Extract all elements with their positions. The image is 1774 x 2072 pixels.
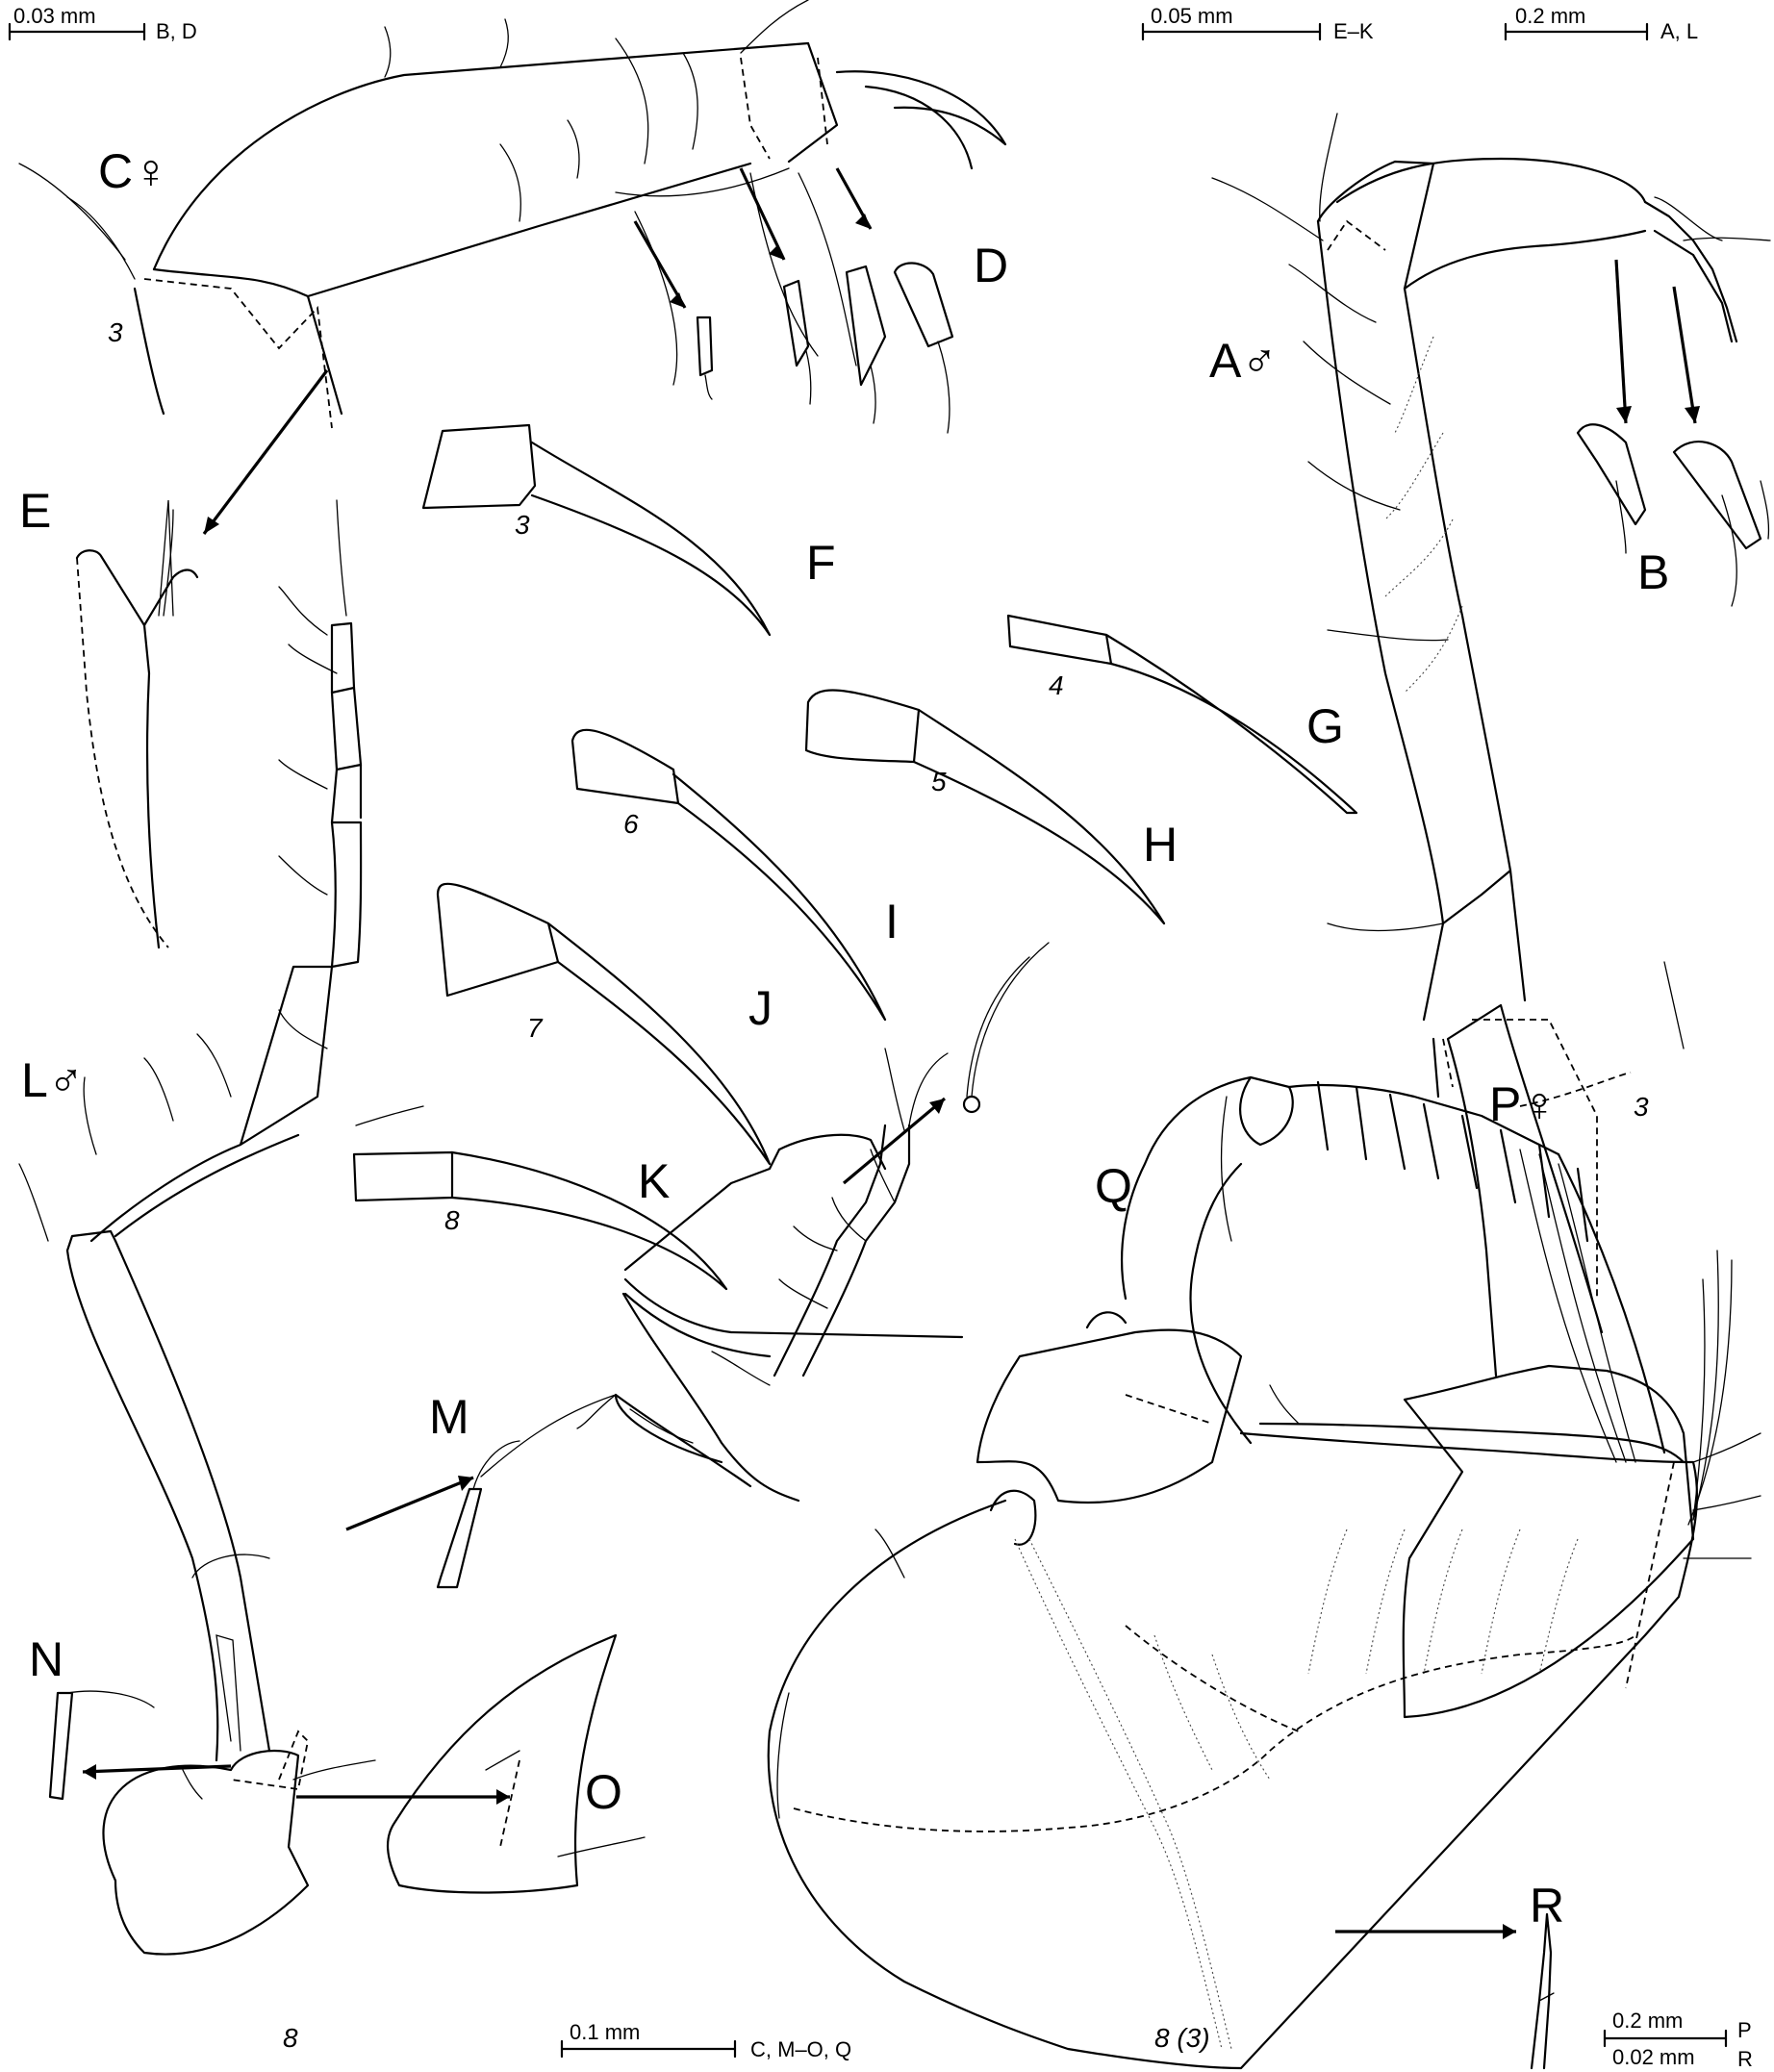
segment-num-h: 5: [931, 767, 947, 796]
label-j: J: [748, 981, 773, 1035]
label-m: M: [429, 1390, 469, 1444]
drawing-k-dactyl: [352, 1150, 728, 1291]
drawing-g-dactyl: [1006, 614, 1358, 815]
label-g: G: [1306, 699, 1344, 753]
segment-num-k: 8: [444, 1205, 460, 1235]
drawing-m-seta: [436, 1440, 520, 1589]
label-r: R: [1530, 1879, 1564, 1933]
arrow-p-to-r: [1335, 1924, 1516, 1939]
drawing-r-seta: [1530, 1912, 1555, 2070]
drawing-b-setae: [1576, 423, 1770, 607]
scale-bar-c-m-o-q-target: C, M–O, Q: [750, 2037, 851, 2061]
segment-num-g: 4: [1049, 670, 1064, 700]
scale-bar-b-d-target: B, D: [156, 19, 197, 43]
drawing-a-leg: [1211, 113, 1771, 1719]
arrows-a-to-b: [1614, 259, 1700, 424]
segment-num-l: 8: [283, 2023, 298, 2053]
drawing-c-leg: [18, 0, 1007, 429]
drawing-l-leg: [18, 499, 424, 1956]
arrow-l-to-o: [296, 1789, 510, 1805]
scale-bar-c-m-o-q: 0.1 mm C, M–O, Q: [560, 2020, 851, 2061]
label-d: D: [974, 239, 1008, 292]
drawing-h-dactyl: [804, 689, 1166, 925]
drawing-f-dactyl: [421, 423, 772, 637]
drawing-o-spine: [386, 1633, 646, 1894]
label-f: F: [806, 536, 836, 590]
label-a-male: A♂: [1209, 334, 1278, 388]
drawing-q-seta: [962, 942, 1050, 1114]
scale-bar-r-target: R: [1737, 2047, 1753, 2071]
segment-num-f: 3: [515, 510, 530, 540]
scale-bar-r-value: 0.02 mm: [1612, 2045, 1695, 2069]
drawing-p-leg: [767, 1037, 1761, 2070]
drawing-d-setae: [696, 262, 954, 434]
label-n: N: [29, 1632, 63, 1686]
segment-num-c: 3: [108, 317, 123, 347]
label-b: B: [1637, 545, 1669, 599]
scale-bar-e-k-target: E–K: [1333, 19, 1374, 43]
arrow-c-to-e: [202, 369, 329, 535]
label-o: O: [585, 1765, 622, 1819]
segment-num-a: 3: [1634, 1092, 1649, 1122]
scale-bar-a-l: 0.2 mm A, L: [1504, 4, 1698, 43]
drawing-n-seta: [48, 1690, 155, 1801]
scale-bar-b-d: 0.03 mm B, D: [8, 4, 197, 43]
drawing-j-dactyl: [436, 882, 772, 1166]
scale-bar-a-l-value: 0.2 mm: [1515, 4, 1585, 28]
label-c-female: C♀: [98, 144, 169, 198]
arrow-to-q: [842, 1097, 947, 1185]
drawing-e-segment: [75, 499, 199, 949]
scale-bar-b-d-value: 0.03 mm: [13, 4, 96, 28]
label-q: Q: [1095, 1159, 1132, 1213]
scale-bar-p-r: 0.2 mm 0.02 mm P R: [1603, 2009, 1753, 2071]
label-i: I: [885, 895, 899, 948]
arrow-l-to-m: [345, 1476, 474, 1531]
scale-bar-e-k: 0.05 mm E–K: [1141, 4, 1374, 43]
scale-bar-p-value: 0.2 mm: [1612, 2009, 1683, 2033]
label-k: K: [638, 1154, 670, 1208]
scale-bar-e-k-value: 0.05 mm: [1151, 4, 1233, 28]
drawing-antenna: [480, 1048, 949, 1503]
scale-bar-a-l-target: A, L: [1660, 19, 1698, 43]
drawing-antenna-base: [623, 1133, 964, 1358]
drawing-i-dactyl: [570, 728, 887, 1022]
scale-bar-p-target: P: [1737, 2018, 1752, 2042]
arrows-c-to-d: [633, 167, 873, 309]
segment-num-j: 7: [527, 1013, 544, 1043]
segment-num-p: 8 (3): [1154, 2023, 1210, 2053]
label-e: E: [19, 484, 51, 538]
label-p-female: P♀: [1489, 1077, 1558, 1131]
arrow-l-to-n: [82, 1764, 232, 1780]
label-h: H: [1143, 818, 1178, 872]
label-l-male: L♂: [21, 1053, 84, 1107]
segment-num-i: 6: [623, 809, 639, 839]
scale-bar-c-m-o-q-value: 0.1 mm: [570, 2020, 640, 2044]
